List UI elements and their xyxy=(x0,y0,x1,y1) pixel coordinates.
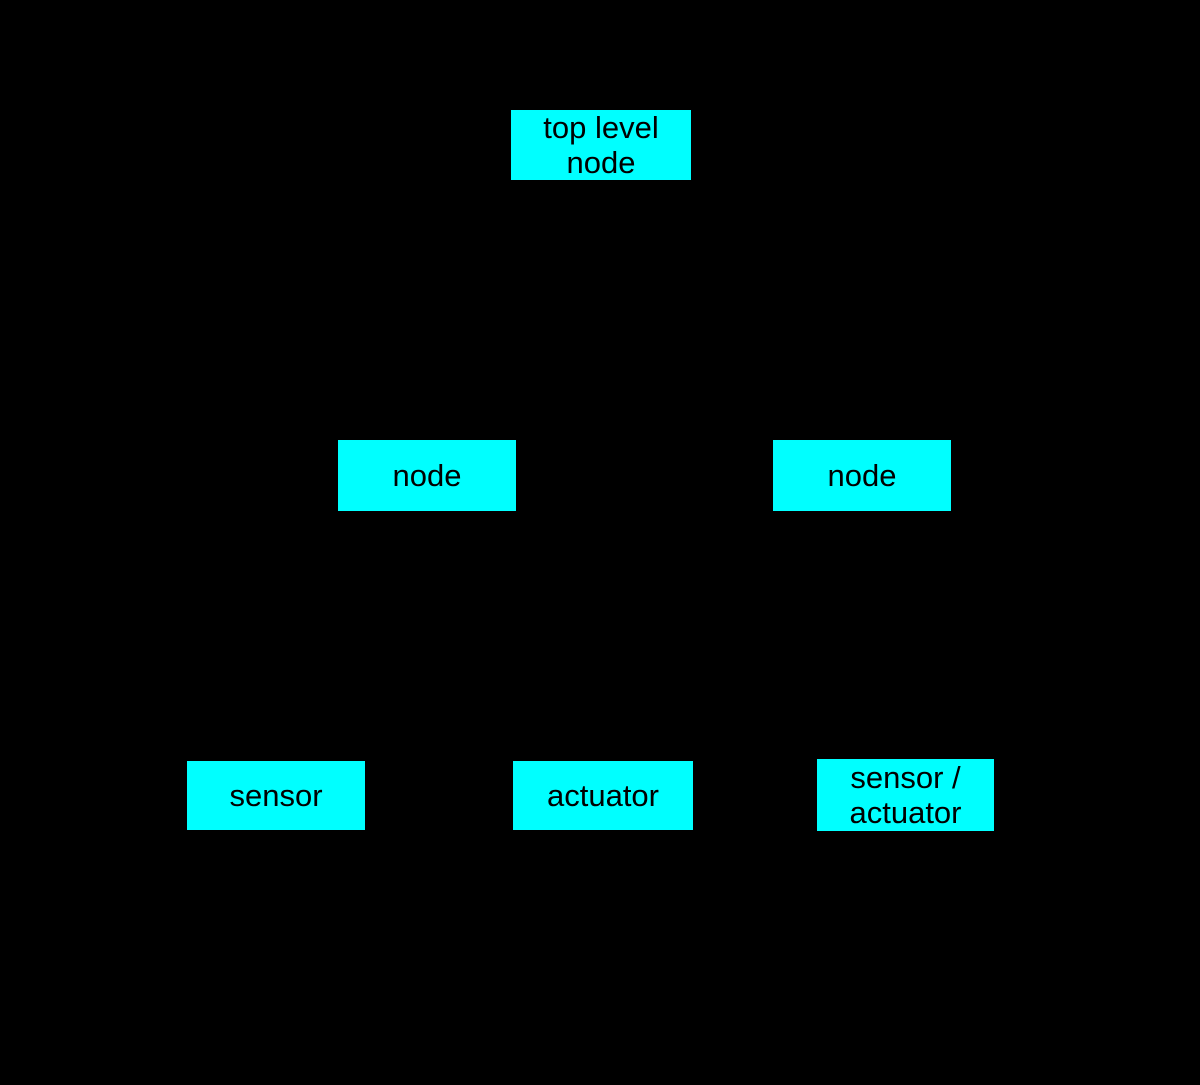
diagram-node-top-level: top level node xyxy=(511,110,691,180)
diagram-node-sensor: sensor xyxy=(187,761,365,830)
diagram-node-right: node xyxy=(773,440,951,511)
diagram-node-actuator: actuator xyxy=(513,761,693,830)
diagram-node-sensor-actuator: sensor / actuator xyxy=(817,759,994,831)
diagram-node-left: node xyxy=(338,440,516,511)
